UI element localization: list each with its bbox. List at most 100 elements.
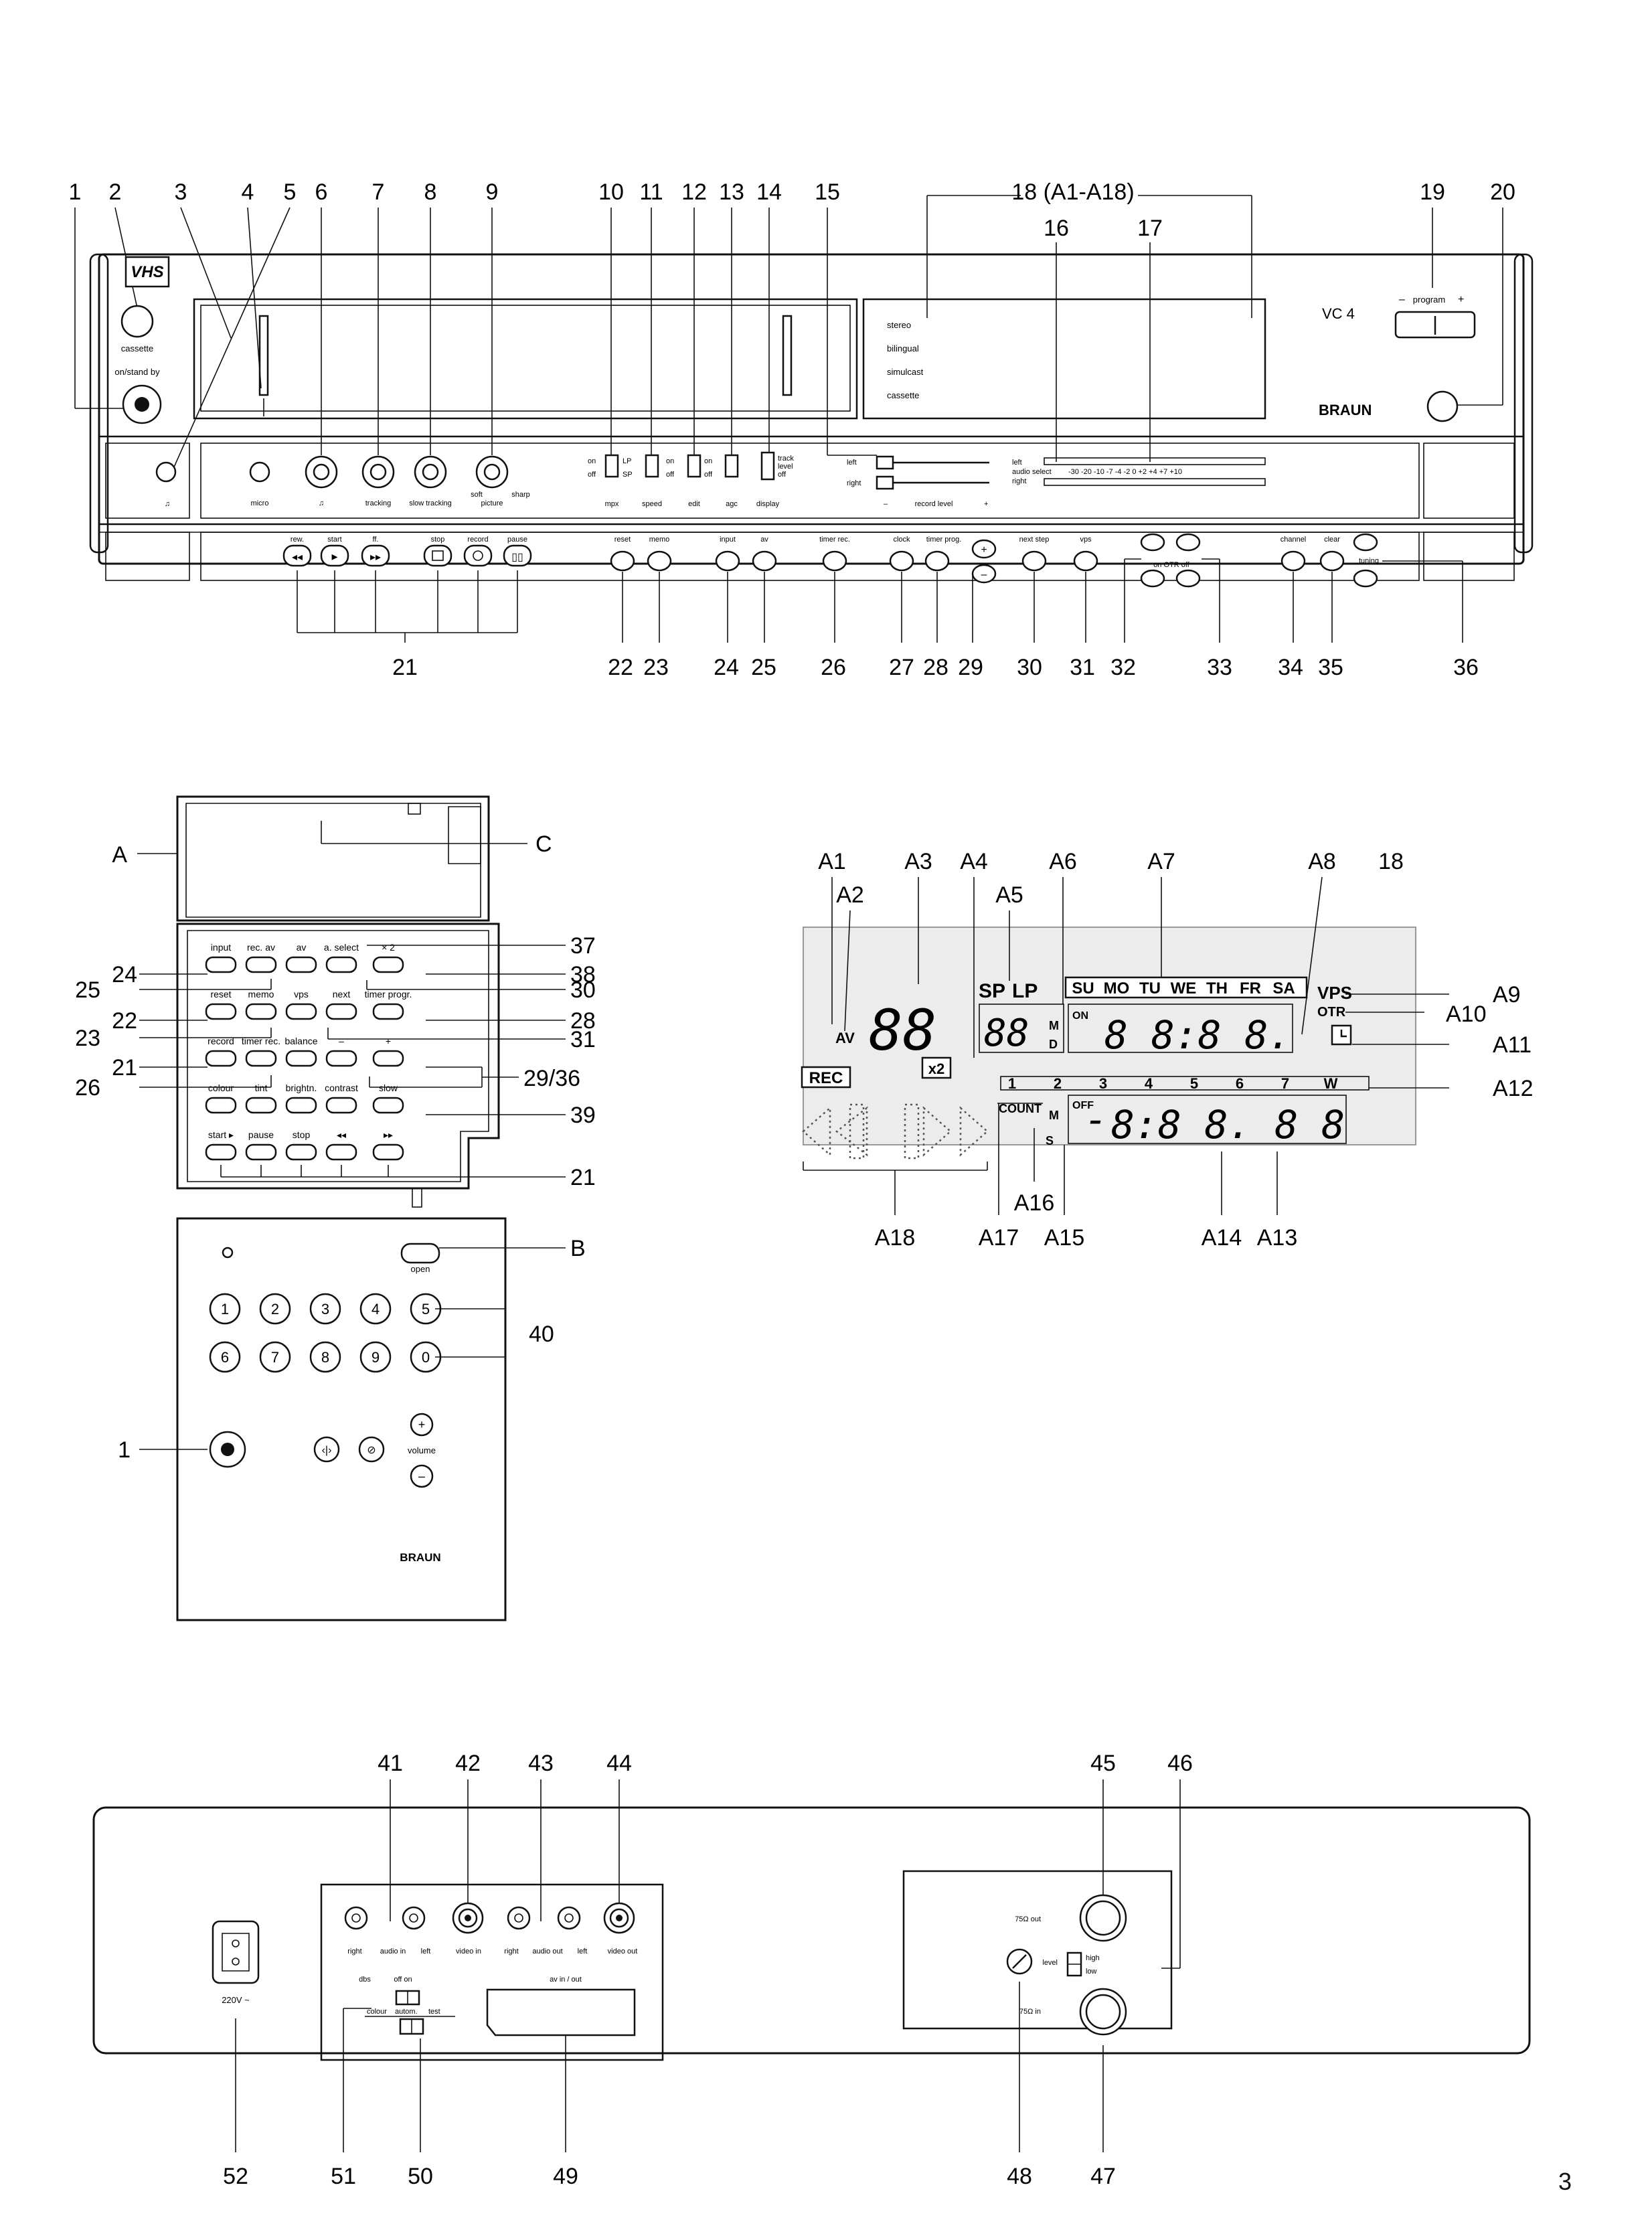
plus-button[interactable] (971, 539, 997, 559)
remote-button-contrast[interactable] (325, 1097, 357, 1114)
remote-button-memo[interactable] (245, 1003, 277, 1020)
remote-button-key3[interactable] (325, 1143, 357, 1161)
edit-switch[interactable] (687, 454, 701, 478)
tuning-minus-button[interactable] (1353, 569, 1378, 588)
reset-button[interactable] (610, 550, 635, 572)
remote-button-brightn[interactable] (285, 1097, 317, 1114)
headphone-jack[interactable] (155, 461, 177, 483)
clock-button[interactable] (889, 550, 914, 572)
display-switch[interactable] (760, 451, 775, 481)
svg-text:♫: ♫ (165, 500, 170, 508)
remote-button-timer-rec[interactable] (245, 1050, 277, 1067)
headphone-volume-knob[interactable] (305, 455, 338, 489)
micro-jack[interactable] (249, 461, 270, 483)
mute-button[interactable] (358, 1436, 385, 1463)
audio-out-left-jack[interactable] (557, 1906, 581, 1930)
remote-button-balance[interactable] (285, 1050, 317, 1067)
digit-button-9[interactable] (359, 1341, 392, 1373)
audio-select-label: audio select (1012, 468, 1052, 476)
digit-label-1: 1 (221, 1301, 229, 1317)
remote-body (176, 1217, 507, 1621)
audio-in-left-jack[interactable] (402, 1906, 426, 1930)
remote-button-key4[interactable] (372, 1050, 404, 1067)
remote-button-colour[interactable] (205, 1097, 237, 1114)
mute-toggle-button[interactable] (313, 1436, 340, 1463)
agc-switch[interactable] (724, 454, 739, 478)
scart-socket[interactable] (486, 1988, 636, 2037)
remote-button-tint[interactable] (245, 1097, 277, 1114)
remote-button-vps[interactable] (285, 1003, 317, 1020)
remote-button-av[interactable] (285, 956, 317, 973)
digit-button-1[interactable] (209, 1293, 241, 1325)
input-button[interactable] (715, 550, 740, 572)
mpx-switch[interactable] (604, 454, 619, 478)
remote-button-pause[interactable] (245, 1143, 277, 1161)
av-button[interactable] (752, 550, 777, 572)
timer-prog-button[interactable] (924, 550, 950, 572)
record-button[interactable] (463, 544, 493, 567)
audio-out-right-jack[interactable] (507, 1906, 531, 1930)
audio-in-right-jack[interactable] (344, 1906, 368, 1930)
remote-callout-23: 23 (75, 1026, 100, 1051)
callout-8: 8 (424, 179, 437, 205)
remote-button-record[interactable] (205, 1050, 237, 1067)
remote-button-input[interactable] (205, 956, 237, 973)
start-button[interactable] (320, 544, 349, 567)
weekday-tu: TU (1139, 979, 1161, 997)
remote-button-2[interactable] (372, 956, 404, 973)
open-button[interactable] (400, 1243, 440, 1264)
remote-button-rec-av[interactable] (245, 956, 277, 973)
ff-button[interactable] (361, 544, 390, 567)
digit-button-2[interactable] (259, 1293, 291, 1325)
slow-tracking-knob[interactable] (414, 455, 447, 489)
remote-button-reset[interactable] (205, 1003, 237, 1020)
record-level-right-slider[interactable] (876, 475, 894, 490)
remote-button-slow[interactable] (372, 1097, 404, 1114)
pause-button[interactable] (503, 544, 532, 567)
av-in-out-label: av in / out (550, 1976, 582, 1984)
digit-button-8[interactable] (309, 1341, 341, 1373)
remote-button-timer-progr[interactable] (372, 1003, 404, 1020)
volume-plus-button[interactable] (410, 1413, 434, 1437)
digit-button-7[interactable] (259, 1341, 291, 1373)
rf-module (902, 1870, 1173, 2030)
remote-button-stop[interactable] (285, 1143, 317, 1161)
next-step-button[interactable] (1021, 550, 1047, 572)
tracking-knob[interactable] (361, 455, 395, 489)
remote-button-start[interactable] (205, 1143, 237, 1161)
remote-button-next[interactable] (325, 1003, 357, 1020)
on-indicator: ON (1072, 1010, 1088, 1022)
otr-on-minus-button[interactable] (1140, 569, 1165, 588)
remote-button-key4[interactable] (372, 1143, 404, 1161)
callout-42: 42 (455, 1751, 481, 1776)
memo-button[interactable] (647, 550, 672, 572)
otr-off-minus-button[interactable] (1175, 569, 1201, 588)
cassette-eject-button[interactable] (120, 305, 154, 338)
digit-button-4[interactable] (359, 1293, 392, 1325)
remote-button-key3[interactable] (325, 1050, 357, 1067)
tuning-plus-button[interactable] (1353, 533, 1378, 552)
channel-button[interactable] (1281, 550, 1306, 572)
timer-standby-button[interactable] (1426, 390, 1459, 422)
standby-label: on/stand by (114, 367, 160, 377)
rear-panel: 41 42 43 44 45 46 220V ~ right audio in … (92, 1751, 1531, 2189)
display-mode-stereo: stereo (887, 320, 911, 330)
week-number-7: 7 (1281, 1075, 1289, 1092)
remote-button-a-select[interactable] (325, 956, 357, 973)
digit-button-3[interactable] (309, 1293, 341, 1325)
callout-36: 36 (1453, 655, 1479, 680)
rew-button[interactable] (282, 544, 312, 567)
vps-button[interactable] (1073, 550, 1098, 572)
otr-off-plus-button[interactable] (1175, 533, 1201, 552)
input-label: input (720, 536, 736, 544)
picture-knob[interactable] (475, 455, 509, 489)
clear-button[interactable] (1319, 550, 1345, 572)
record-level-left-slider[interactable] (876, 455, 894, 470)
speed-switch[interactable] (645, 454, 659, 478)
otr-on-plus-button[interactable] (1140, 533, 1165, 552)
otr-indicator: OTR (1317, 1005, 1346, 1020)
stop-button[interactable] (423, 544, 452, 567)
volume-minus-button[interactable] (410, 1464, 434, 1488)
timer-rec-button[interactable] (822, 550, 847, 572)
digit-button-6[interactable] (209, 1341, 241, 1373)
